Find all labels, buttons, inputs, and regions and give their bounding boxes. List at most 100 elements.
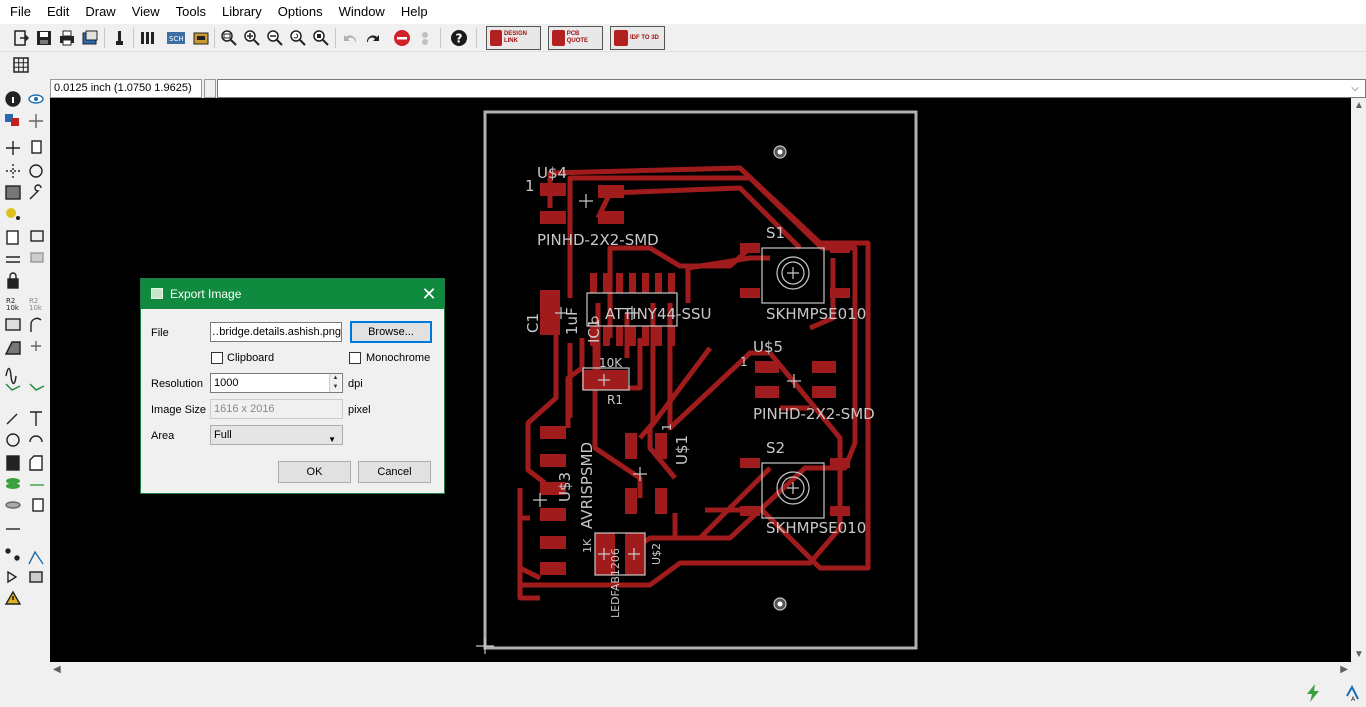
menu-library[interactable]: Library: [222, 4, 262, 19]
library-button[interactable]: [190, 27, 212, 49]
optimize-icon: [4, 341, 21, 355]
menu-bar: File Edit Draw View Tools Library Option…: [0, 0, 1366, 24]
grid-icon: [13, 57, 29, 73]
scroll-right-icon[interactable]: ▶: [1340, 664, 1348, 675]
label-ic1: IC1: [585, 319, 603, 343]
menu-options[interactable]: Options: [277, 4, 323, 19]
hole-icon: [5, 501, 21, 509]
scroll-left-icon[interactable]: ◀: [53, 664, 61, 675]
scroll-down-icon[interactable]: ▼: [1354, 649, 1364, 660]
spin-down-icon[interactable]: ▼: [329, 383, 341, 392]
design-link-icon: [490, 30, 502, 46]
circle-icon: [6, 433, 20, 447]
pcb-quote-button[interactable]: PCB QUOTE: [548, 26, 603, 50]
area-select[interactable]: Full ▼: [210, 425, 343, 445]
cancel-button[interactable]: Cancel: [358, 461, 431, 483]
svg-text:?: ?: [456, 32, 463, 46]
stop-button[interactable]: [391, 27, 413, 49]
svg-text:R2: R2: [29, 297, 38, 305]
change-icon: [29, 184, 42, 200]
lightning-icon[interactable]: [1306, 684, 1320, 702]
zoom-fit-button[interactable]: [218, 27, 240, 49]
spin-up-icon[interactable]: ▲: [329, 374, 341, 383]
menu-file[interactable]: File: [10, 4, 31, 19]
command-line-input[interactable]: ⌵: [217, 79, 1366, 98]
label-10k: 10K: [599, 356, 623, 370]
image-size-field: 1616 x 2016: [210, 399, 343, 419]
clipboard-label[interactable]: Clipboard: [227, 352, 275, 364]
label-1k: 1K: [581, 538, 594, 553]
group-icon: [5, 185, 21, 200]
vertical-scrollbar[interactable]: ▲ ▼: [1351, 98, 1366, 662]
split-icon: [5, 318, 21, 331]
sch-button[interactable]: SCH: [165, 27, 187, 49]
resolution-unit: dpi: [348, 378, 363, 390]
close-icon[interactable]: ✕: [421, 284, 437, 304]
status-bar: A: [0, 679, 1366, 707]
horizontal-scrollbar[interactable]: ◀ ▶: [50, 662, 1351, 679]
redo-button[interactable]: [362, 27, 384, 49]
ratsnest-icon: [5, 548, 11, 554]
file-field[interactable]: …bridge.details.ashish.png: [210, 322, 342, 342]
menu-view[interactable]: View: [131, 4, 160, 19]
svg-text:R2: R2: [6, 297, 15, 305]
go-button[interactable]: [414, 27, 436, 49]
ripup-icon: [29, 383, 45, 391]
help-button[interactable]: ?: [448, 27, 470, 49]
file-value: …bridge.details.ashish.png: [210, 326, 341, 338]
zoom-in-button[interactable]: [241, 27, 263, 49]
silkscreen: [476, 145, 825, 654]
resolution-label: Resolution: [151, 378, 203, 390]
coordinate-row: 0.0125 inch (1.0750 1.9625) ⌵: [50, 79, 1366, 99]
schematic-icon: SCH: [167, 32, 185, 44]
menu-draw[interactable]: Draw: [85, 4, 116, 19]
via-icon: [6, 478, 20, 484]
idf-to-3d-button[interactable]: IDF TO 3D: [610, 26, 665, 50]
menu-help[interactable]: Help: [400, 4, 428, 19]
grid-button[interactable]: [10, 54, 32, 76]
cam-button[interactable]: [79, 27, 101, 49]
command-toolbar-icons: R2 10k R2 10k: [4, 91, 45, 605]
route-mode-icon[interactable]: A: [1345, 684, 1361, 702]
zoom-out-button[interactable]: [264, 27, 286, 49]
resolution-spinbox[interactable]: 1000 ▲ ▼: [210, 373, 343, 393]
label-1uf: 1uF: [563, 307, 581, 335]
arc-icon: [29, 435, 43, 443]
monochrome-label[interactable]: Monochrome: [366, 352, 431, 364]
svg-text:SCH: SCH: [169, 35, 184, 43]
browse-button[interactable]: Browse...: [350, 321, 432, 343]
label-s1: S1: [766, 224, 785, 242]
script-button[interactable]: [137, 27, 159, 49]
save-button[interactable]: [33, 27, 55, 49]
delete-icon: [6, 230, 19, 245]
ic-pads: [590, 273, 675, 346]
ok-button[interactable]: OK: [278, 461, 351, 483]
label-pinhd-2: PINHD-2X2-SMD: [753, 405, 875, 423]
monochrome-checkbox[interactable]: [349, 352, 361, 364]
chevron-down-icon[interactable]: ⌵: [1351, 83, 1359, 94]
area-label: Area: [151, 430, 175, 442]
command-toolbar: R2 10k R2 10k: [0, 86, 50, 662]
stop-icon: [394, 30, 410, 46]
svg-text:A: A: [1351, 696, 1356, 702]
zoom-select-icon: [313, 30, 329, 46]
rotate-icon: [29, 164, 43, 178]
save-icon: [37, 31, 51, 45]
open-button[interactable]: [10, 27, 32, 49]
dialog-titlebar[interactable]: Export Image ✕: [141, 279, 444, 309]
zoom-redraw-button[interactable]: [287, 27, 309, 49]
print-button[interactable]: [56, 27, 78, 49]
design-link-button[interactable]: design link: [486, 26, 541, 50]
undo-button[interactable]: [339, 27, 361, 49]
open-icon: [14, 30, 30, 46]
run-ulp-button[interactable]: [108, 27, 130, 49]
menu-edit[interactable]: Edit: [46, 4, 70, 19]
label-attiny: ATTINY44-SSU: [605, 305, 712, 323]
zoom-select-button[interactable]: [310, 27, 332, 49]
menu-window[interactable]: Window: [338, 4, 385, 19]
scroll-up-icon[interactable]: ▲: [1354, 100, 1364, 111]
design-link-label: design link: [503, 31, 527, 44]
clipboard-checkbox[interactable]: [211, 352, 223, 364]
menu-tools[interactable]: Tools: [175, 4, 207, 19]
